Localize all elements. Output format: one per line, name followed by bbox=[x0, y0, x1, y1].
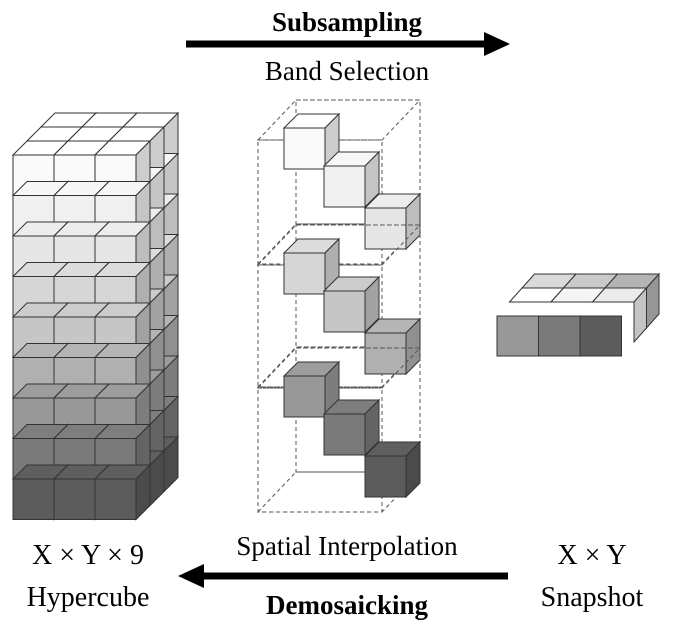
band-selection-stack bbox=[256, 99, 422, 513]
band-box-bottom-3 bbox=[256, 471, 422, 513]
band-cube-6 bbox=[363, 317, 422, 376]
hypercube-cell-8-1-0-front bbox=[53, 478, 96, 520]
band-box-top-1 bbox=[256, 99, 422, 141]
band-cube-3 bbox=[363, 192, 422, 251]
hypercube-cell-8-2-0 bbox=[93, 463, 152, 521]
band-selection-label: Band Selection bbox=[265, 56, 430, 86]
subsampling-label: Subsampling bbox=[272, 7, 423, 37]
spatial-interpolation-label: Spatial Interpolation bbox=[236, 531, 458, 561]
snapshot-label: Snapshot bbox=[541, 582, 644, 613]
hypercube bbox=[11, 111, 180, 521]
band-cube-3-front bbox=[364, 207, 407, 250]
band-box-top-3 bbox=[256, 347, 422, 389]
band-cube-5-front bbox=[323, 290, 366, 333]
band-cube-8-front bbox=[323, 413, 366, 456]
band-cube-2-front bbox=[323, 165, 366, 208]
band-cube-9 bbox=[363, 440, 422, 499]
band-group-2 bbox=[256, 224, 422, 388]
snapshot-cell-1 bbox=[538, 315, 581, 357]
snapshot-dims: X × Y bbox=[557, 540, 626, 571]
hypercube-cell-8-0-0-front bbox=[12, 478, 55, 520]
band-cube-4-front bbox=[283, 252, 326, 295]
band-cube-7-front bbox=[283, 375, 326, 418]
band-cube-5 bbox=[322, 275, 381, 334]
band-cube-8 bbox=[322, 398, 381, 457]
band-box-bottom-1 bbox=[256, 223, 422, 265]
snapshot-cell-0 bbox=[496, 315, 539, 357]
snapshot-cell-2 bbox=[579, 315, 622, 357]
hypercube-cell-8-2-0-front bbox=[94, 478, 137, 520]
band-cube-2 bbox=[322, 150, 381, 209]
subsampling-arrow bbox=[186, 32, 510, 56]
band-group-3 bbox=[256, 347, 422, 513]
snapshot-mosaic bbox=[496, 272, 661, 357]
band-box-top-2 bbox=[256, 224, 422, 266]
demosaicking-label: Demosaicking bbox=[266, 590, 429, 620]
hypercube-label: Hypercube bbox=[27, 582, 150, 613]
band-cube-9-front bbox=[364, 455, 407, 498]
band-cube-6-front bbox=[364, 332, 407, 375]
band-cube-1-front bbox=[283, 127, 326, 170]
demosaicking-arrow bbox=[178, 564, 508, 588]
band-box-bottom-2 bbox=[256, 346, 422, 388]
snapshot-side-1 bbox=[633, 286, 647, 344]
hypercube-dims: X × Y × 9 bbox=[32, 540, 144, 571]
band-group-1 bbox=[256, 99, 422, 265]
